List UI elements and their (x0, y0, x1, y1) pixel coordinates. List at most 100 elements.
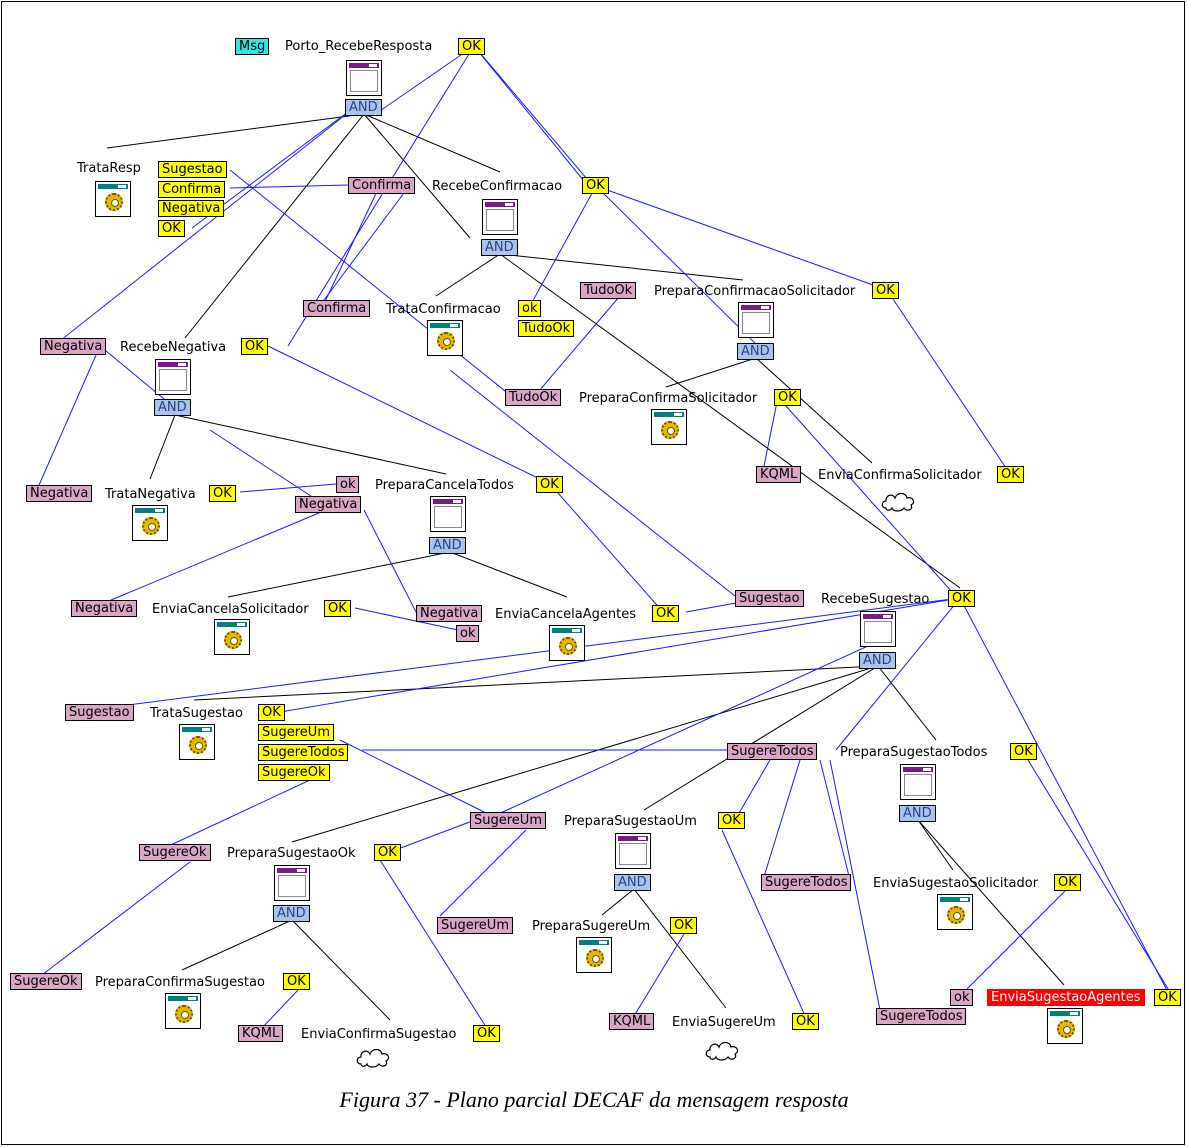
gear-icon[interactable] (214, 619, 250, 655)
ok-lower-tag: ok (456, 625, 480, 642)
sugereok-tag: SugereOk (139, 844, 211, 861)
figure-caption: Figura 37 - Plano parcial DECAF da mensa… (339, 1087, 849, 1112)
gear-icon[interactable] (651, 409, 687, 445)
node-prepara-sugestao-todos-label: PreparaSugestaoTodos (840, 745, 988, 760)
ok-tag: OK (652, 605, 679, 622)
ok-tag: OK (258, 704, 285, 721)
sugeretodos-tag: SugereTodos (258, 744, 349, 761)
task-window-icon[interactable] (155, 359, 191, 395)
node-prepara-confirma-sugestao-label: PreparaConfirmaSugestao (95, 975, 265, 990)
node-prepara-confirma-solicitador-label: PreparaConfirmaSolicitador (579, 391, 758, 406)
message-links (35, 45, 1171, 1031)
node-envia-cancela-solicitador-label: EnviaCancelaSolicitador (152, 602, 309, 617)
ok-tag: OK (1154, 989, 1181, 1006)
sugeretodos-tag: SugereTodos (761, 874, 852, 891)
confirma-tag: Confirma (348, 177, 416, 194)
ok-lower-tag: ok (336, 476, 360, 493)
task-window-icon[interactable] (346, 60, 382, 96)
kqml-tag: KQML (756, 466, 802, 483)
and-tag: AND (429, 537, 466, 554)
ok-tag: OK (458, 38, 485, 55)
ok-tag: OK (774, 389, 801, 406)
node-envia-sugestao-solicitador-label: EnviaSugestaoSolicitador (873, 876, 1039, 891)
node-envia-confirma-solicitador-label: EnviaConfirmaSolicitador (818, 468, 982, 483)
node-envia-cancela-agentes-label: EnviaCancelaAgentes (495, 607, 636, 622)
kqml-tag: KQML (609, 1013, 655, 1030)
ok-tag: OK (374, 844, 401, 861)
ok-tag: OK (283, 973, 310, 990)
node-prepara-sugestao-ok-label: PreparaSugestaoOk (227, 846, 356, 861)
task-window-icon[interactable] (274, 865, 310, 901)
ok-tag: OK (1010, 743, 1037, 760)
cloud-icon (881, 492, 915, 512)
task-window-icon[interactable] (482, 199, 518, 235)
decomposition-links (106, 113, 1065, 1021)
ok-tag: OK (582, 177, 609, 194)
task-window-icon[interactable] (900, 764, 936, 800)
task-window-icon[interactable] (860, 611, 896, 647)
node-porto-recebe-resposta-label: Porto_RecebeResposta (285, 39, 433, 54)
sugereum-tag: SugereUm (258, 724, 334, 741)
ok-lower-tag: ok (518, 300, 542, 317)
ok-tag: OK (718, 812, 745, 829)
gear-icon[interactable] (95, 181, 131, 217)
ok-lower-tag: ok (950, 989, 974, 1006)
node-envia-sugestao-agentes-label: EnviaSugestaoAgentes (987, 989, 1145, 1006)
sugereok-tag: SugereOk (258, 764, 330, 781)
negativa-tag: Negativa (295, 496, 362, 513)
node-trata-resp-label: TrataResp (77, 161, 141, 176)
gear-icon[interactable] (1047, 1008, 1083, 1044)
confirma-tag: Confirma (303, 300, 371, 317)
tudook-tag: TudoOk (580, 282, 637, 299)
cloud-icon (356, 1048, 390, 1068)
negativa-tag: Negativa (40, 338, 107, 355)
node-prepara-sugestao-um-label: PreparaSugestaoUm (564, 814, 697, 829)
gear-icon[interactable] (937, 894, 973, 930)
gear-icon[interactable] (549, 625, 585, 661)
node-envia-sugere-um-label: EnviaSugereUm (672, 1015, 776, 1030)
ok-tag: OK (792, 1013, 819, 1030)
sugeretodos-tag: SugereTodos (727, 743, 818, 760)
negativa-tag: Negativa (416, 605, 483, 622)
ok-tag: OK (324, 600, 351, 617)
sugereum-tag: SugereUm (437, 917, 513, 934)
tudook-tag: TudoOk (518, 320, 575, 337)
ok-tag: OK (1054, 874, 1081, 891)
ok-tag: OK (872, 282, 899, 299)
negativa-tag: Negativa (71, 600, 138, 617)
cloud-icon (705, 1041, 739, 1061)
and-tag: AND (899, 805, 936, 822)
and-tag: AND (614, 874, 651, 891)
task-window-icon[interactable] (738, 302, 774, 338)
ok-tag: OK (473, 1025, 500, 1042)
gear-icon[interactable] (165, 993, 201, 1029)
gear-icon[interactable] (132, 505, 168, 541)
sugereok-tag: SugereOk (10, 973, 82, 990)
gear-icon[interactable] (576, 937, 612, 973)
sugestao-tag: Sugestao (735, 590, 804, 607)
node-prepara-cancela-todos-label: PreparaCancelaTodos (375, 478, 514, 493)
node-prepara-sugere-um-label: PreparaSugereUm (532, 919, 651, 934)
and-tag: AND (345, 99, 382, 116)
ok-tag: OK (158, 220, 185, 237)
ok-tag: OK (241, 338, 268, 355)
gear-icon[interactable] (179, 724, 215, 760)
sugeretodos-tag: SugereTodos (876, 1008, 967, 1025)
negativa-tag: Negativa (26, 485, 93, 502)
and-tag: AND (481, 239, 518, 256)
ok-tag: OK (997, 466, 1024, 483)
tudook-tag: TudoOk (505, 389, 562, 406)
node-recebe-negativa-label: RecebeNegativa (120, 340, 227, 355)
task-window-icon[interactable] (615, 833, 651, 869)
node-recebe-sugestao-label: RecebeSugestao (821, 592, 930, 607)
task-window-icon[interactable] (430, 496, 466, 532)
ok-tag: OK (670, 917, 697, 934)
node-trata-confirmacao-label: TrataConfirmacao (386, 302, 501, 317)
sugestao-tag: Sugestao (65, 704, 134, 721)
node-envia-confirma-sugestao-label: EnviaConfirmaSugestao (301, 1027, 457, 1042)
confirma-tag: Confirma (158, 181, 226, 198)
node-trata-negativa-label: TrataNegativa (105, 487, 196, 502)
gear-icon[interactable] (427, 320, 463, 356)
